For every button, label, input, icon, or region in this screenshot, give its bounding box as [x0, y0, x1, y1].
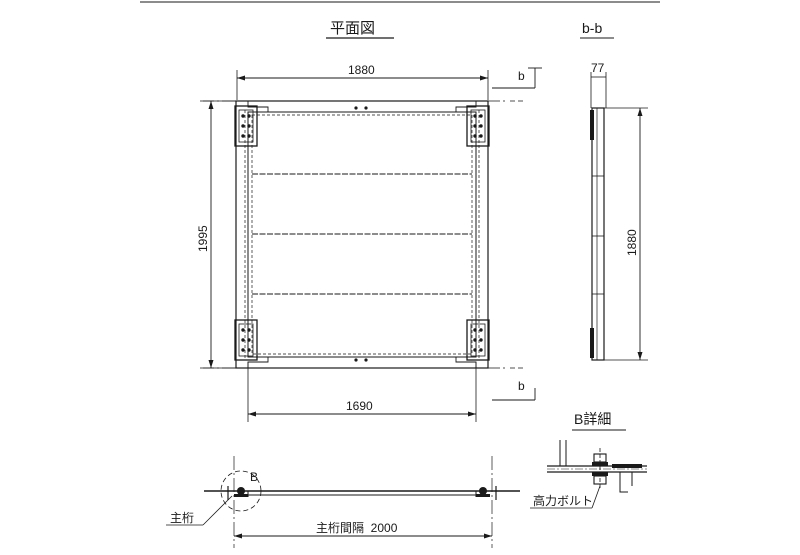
dimension-top-value: 1880: [348, 63, 375, 77]
detail-callout-circle: B: [220, 470, 262, 512]
detail-title: B詳細: [574, 411, 611, 427]
section-profile: [590, 107, 605, 361]
section-width-value: 77: [591, 61, 605, 75]
lifting-holes: [354, 106, 368, 362]
corner-plate-top-left: [234, 105, 258, 147]
detail-bolt: [592, 448, 608, 490]
girder-leader: 主桁: [166, 495, 233, 526]
detail-bolt-label: 高力ボルト: [533, 493, 593, 508]
plan-view: 平面図 1880 b b: [196, 20, 542, 422]
section-height-value: 1880: [625, 229, 639, 256]
section-width-dimension: 77: [590, 61, 607, 108]
section-mark-top-letter: b: [518, 69, 525, 83]
corner-plate-bottom-right: [466, 319, 490, 361]
dimension-left-value: 1995: [196, 225, 210, 252]
section-mark-bottom: b: [492, 367, 536, 401]
deck-outline: [235, 100, 489, 369]
section-height-dimension: 1880: [604, 107, 648, 361]
elevation-deck: [204, 490, 520, 497]
elevation-centerlines: [233, 456, 493, 548]
elevation-left-support: [227, 486, 248, 500]
dimension-left: 1995: [196, 100, 236, 369]
section-mark-bottom-letter: b: [518, 379, 525, 393]
girder-label: 主桁: [170, 511, 194, 525]
elevation-view: B 主桁 主桁間隔 2000: [166, 456, 520, 548]
plan-title: 平面図: [330, 20, 375, 37]
dimension-top: 1880: [236, 63, 489, 100]
corner-plate-top-right: [466, 105, 490, 147]
detail-callout-letter: B: [250, 470, 258, 484]
detail-bolt-leader: 高力ボルト: [530, 485, 601, 509]
elevation-right-support: [476, 486, 497, 500]
section-view: b-b 77 1880: [580, 20, 648, 361]
section-mark-top: b: [492, 67, 542, 102]
corner-plate-bottom-left: [234, 319, 258, 361]
detail-view: B詳細 高力ボルト: [530, 411, 647, 509]
spacing-dimension: 主桁間隔 2000: [234, 521, 492, 539]
cross-beams: [252, 173, 472, 295]
section-title: b-b: [582, 20, 602, 36]
spacing-dimension-label: 主桁間隔 2000: [316, 521, 398, 535]
dimension-bottom: 1690: [247, 362, 477, 422]
dimension-bottom-value: 1690: [346, 399, 373, 413]
